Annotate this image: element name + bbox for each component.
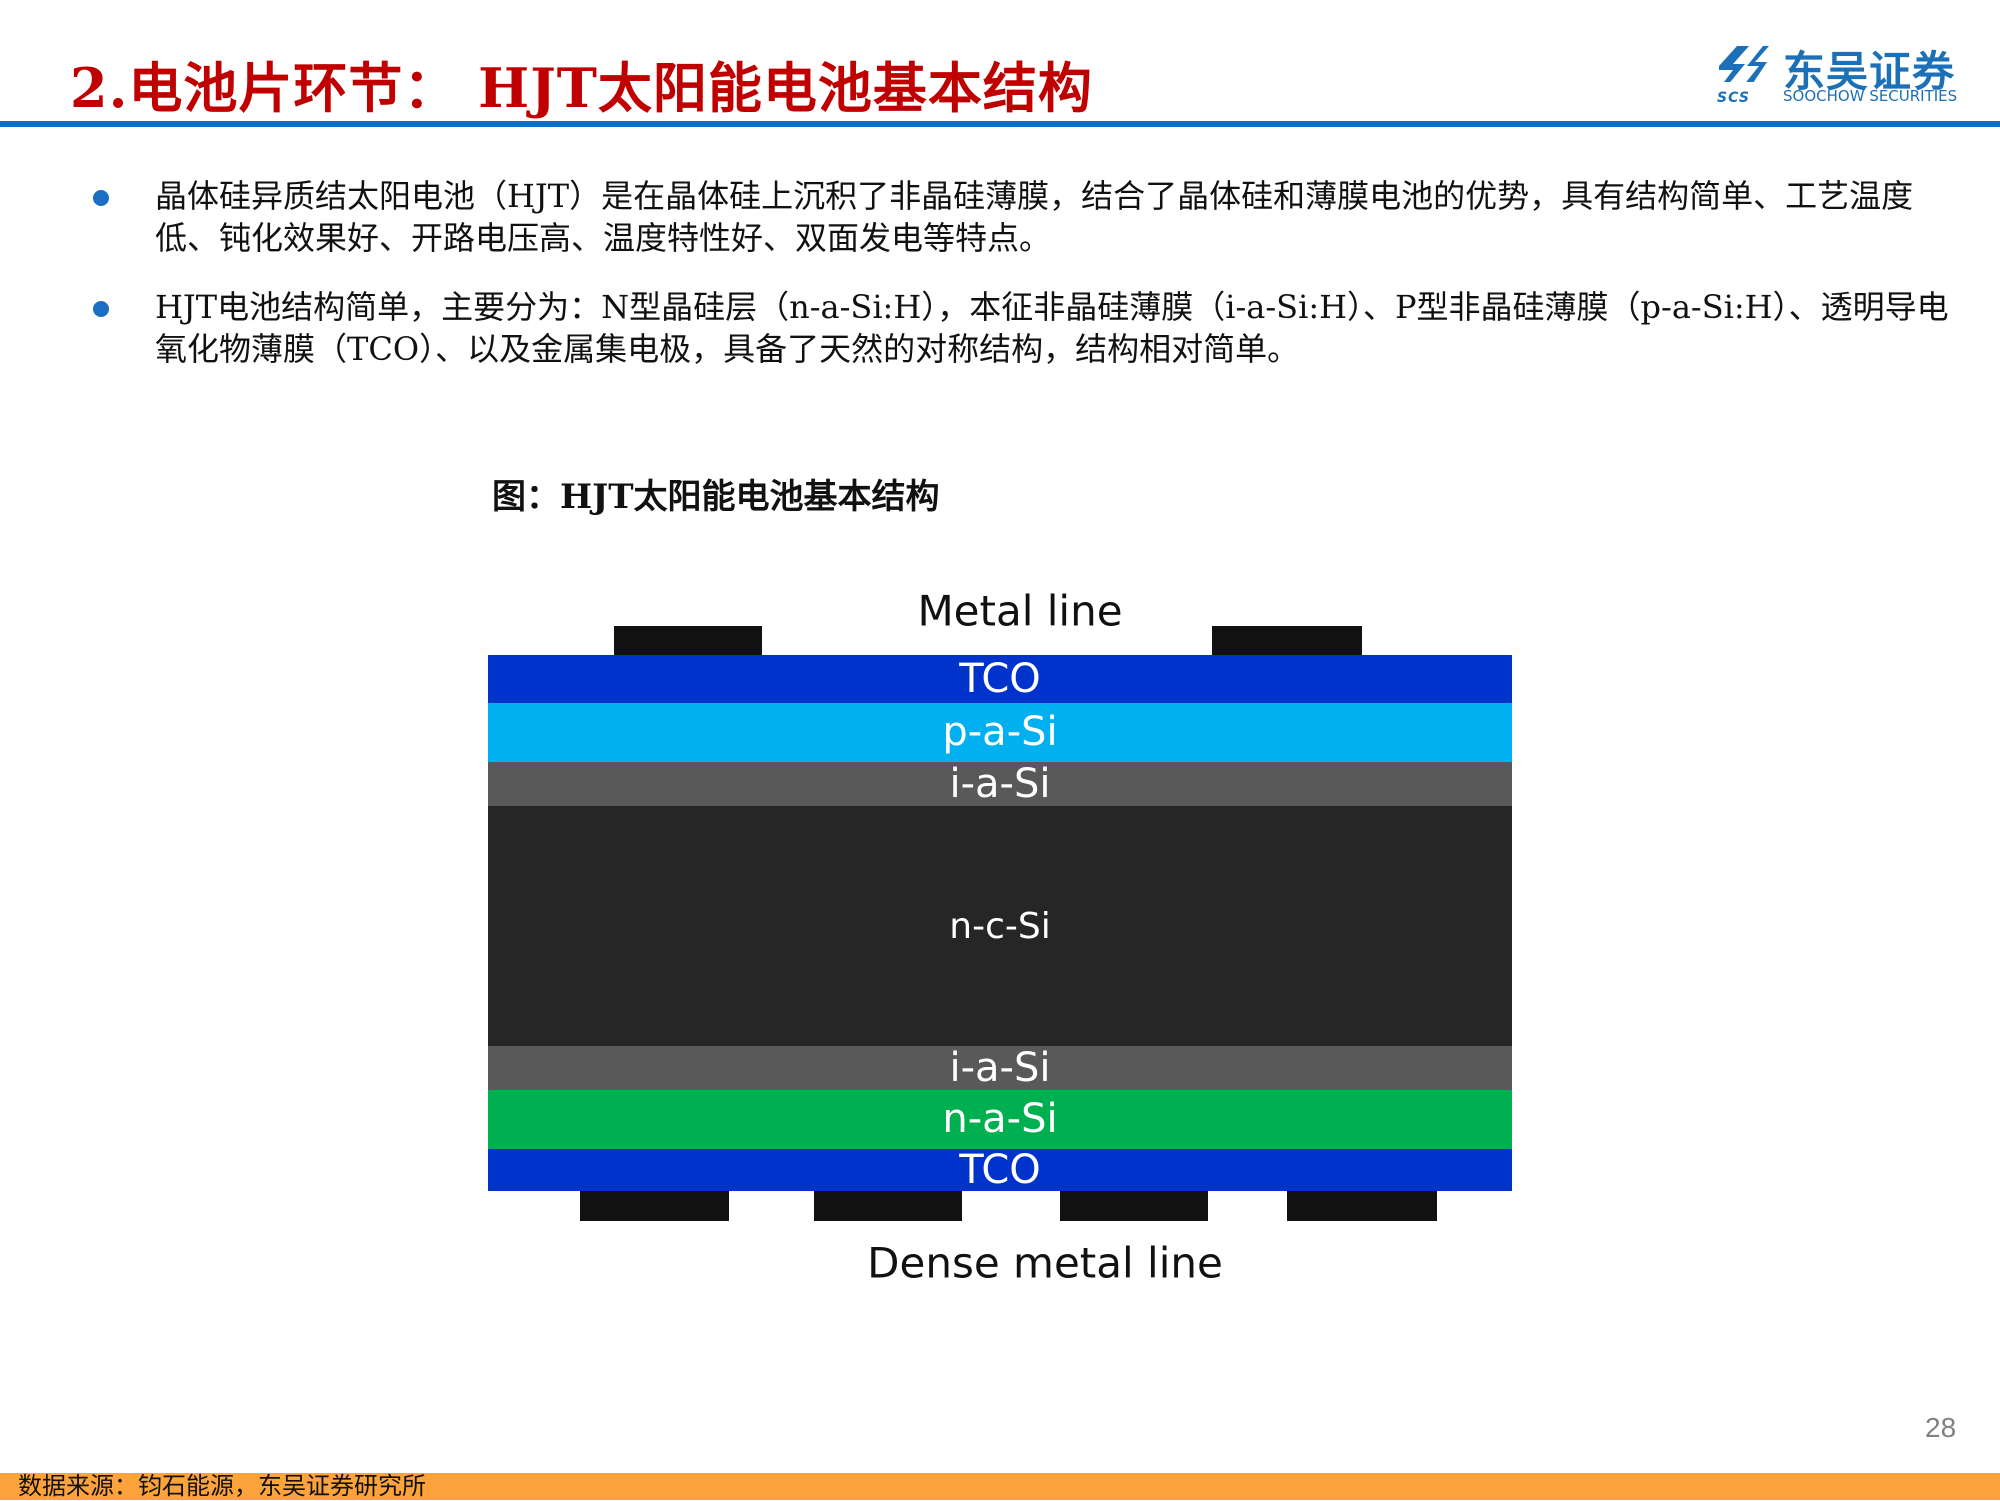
logo-name-en: SOOCHOW SECURITIES <box>1783 87 1958 105</box>
bullet-dot-icon <box>93 190 109 206</box>
layer-label: p-a-Si <box>942 709 1057 755</box>
bullet-text: HJT电池结构简单，主要分为：N型晶硅层（n-a-Si:H），本征非晶硅薄膜（i… <box>155 288 1949 368</box>
dense-metal-line-label: Dense metal line <box>867 1239 1223 1288</box>
bottom-metal-contact <box>1060 1191 1208 1221</box>
title-divider <box>0 121 2000 127</box>
company-logo: SCS 东吴证券 SOOCHOW SECURITIES <box>1715 40 1975 108</box>
layer-label: TCO <box>958 1147 1041 1193</box>
bottom-metal-contact <box>580 1191 729 1221</box>
top-metal-contact <box>1212 626 1362 656</box>
footer-source: 数据来源：钧石能源，东吴证券研究所 <box>18 1472 426 1500</box>
layer-label: n-c-Si <box>949 906 1050 947</box>
logo-name-cn: 东吴证券 <box>1783 47 1956 96</box>
bullet-item: HJT电池结构简单，主要分为：N型晶硅层（n-a-Si:H），本征非晶硅薄膜（i… <box>90 286 1970 370</box>
layer-p-a-si <box>488 703 1512 762</box>
bullet-item: 晶体硅异质结太阳电池（HJT）是在晶体硅上沉积了非晶硅薄膜，结合了晶体硅和薄膜电… <box>90 175 1970 259</box>
bottom-metal-contact <box>1287 1191 1437 1221</box>
page-number: 28 <box>1925 1412 1957 1443</box>
top-metal-contact <box>614 626 762 656</box>
logo-abbreviation: SCS <box>1717 90 1750 106</box>
bullet-list: 晶体硅异质结太阳电池（HJT）是在晶体硅上沉积了非晶硅薄膜，结合了晶体硅和薄膜电… <box>90 175 1970 397</box>
figure-caption: 图：HJT太阳能电池基本结构 <box>492 477 940 517</box>
layer-n-a-si <box>488 1090 1512 1149</box>
metal-line-label: Metal line <box>917 587 1122 636</box>
layer-i-a-si-bottom <box>488 1046 1512 1090</box>
layer-i-a-si-top <box>488 762 1512 806</box>
layer-label: i-a-Si <box>950 761 1051 807</box>
layer-label: n-a-Si <box>942 1096 1057 1142</box>
layer-tco-top <box>488 655 1512 703</box>
bullet-dot-icon <box>93 301 109 317</box>
layer-n-c-si <box>488 806 1512 1046</box>
soochow-logo-icon <box>1717 46 1769 86</box>
layer-label: i-a-Si <box>950 1045 1051 1091</box>
bullet-text: 晶体硅异质结太阳电池（HJT）是在晶体硅上沉积了非晶硅薄膜，结合了晶体硅和薄膜电… <box>155 177 1914 257</box>
footer-bar <box>0 1473 2000 1500</box>
layer-label: TCO <box>958 656 1041 702</box>
slide-title: 2.电池片环节： HJT太阳能电池基本结构 <box>70 56 1093 120</box>
layer-tco-bottom <box>488 1149 1512 1191</box>
bottom-metal-contact <box>814 1191 962 1221</box>
